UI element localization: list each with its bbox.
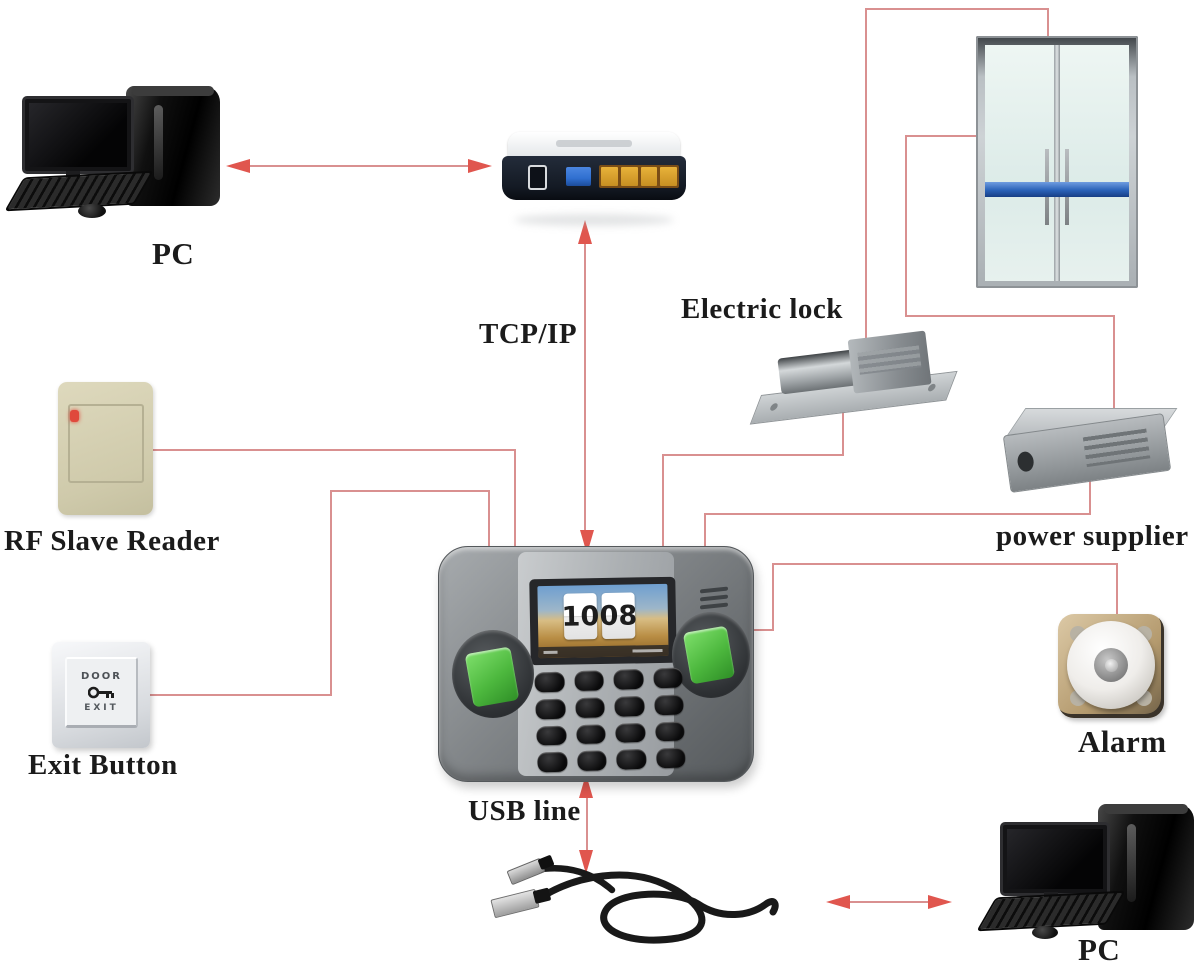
wire-psu-terminal [704, 513, 1091, 515]
wire-lock-terminal [842, 396, 844, 456]
wire-exitbutton-terminal [148, 694, 332, 696]
wire-door-psu [905, 135, 907, 317]
key-icon [87, 686, 114, 699]
exit-button-icon: DOOR EXIT [52, 642, 150, 748]
pc-monitor [1000, 822, 1110, 896]
alarm-bell-hub [1094, 648, 1128, 682]
wire-lock-door [1047, 8, 1049, 42]
wire-pc-router [240, 165, 480, 167]
usb-cable-coil [532, 864, 779, 944]
wire-usb-pc [846, 901, 932, 903]
fingerprint-terminal-icon: 10 08 [438, 546, 754, 782]
electric-lock-icon [748, 326, 958, 425]
arrowhead-down-icon [579, 850, 593, 874]
wire-terminal-alarm [772, 563, 774, 631]
power-supplier-label: power supplier [996, 520, 1189, 552]
arrowhead-left-icon [226, 159, 250, 173]
wire-terminal-usb [586, 794, 588, 854]
pc-top-label: PC [152, 236, 195, 271]
router-front [502, 156, 686, 200]
wire-exitbutton-terminal [330, 490, 490, 492]
arrowhead-up-icon [578, 220, 592, 244]
pc-icon [4, 78, 226, 220]
fingerprint-sensor-right [672, 612, 750, 698]
screen-status-bar [538, 644, 669, 659]
speaker-icon [700, 586, 728, 614]
usb-cable-icon [478, 848, 788, 956]
alarm-bell-icon [1058, 614, 1164, 718]
fingerprint-pad [682, 625, 736, 685]
rf-reader-frame [68, 404, 144, 483]
wire-lock-door [865, 8, 867, 344]
tcp-ip-label: TCP/IP [479, 318, 578, 350]
exit-button-pad: DOOR EXIT [65, 657, 138, 728]
terminal-screen: 10 08 [529, 576, 677, 666]
clock-hour-card: 10 [561, 593, 599, 640]
wire-lock-terminal [662, 454, 844, 456]
wire-terminal-alarm [1116, 563, 1118, 618]
exit-button-door-text: DOOR [80, 671, 122, 682]
wire-lock-door [865, 8, 1049, 10]
wire-rfreader-terminal [150, 449, 516, 451]
rf-reader-led-icon [70, 410, 79, 422]
terminal-screen-wallpaper: 10 08 [537, 583, 669, 659]
psu-vents [1082, 428, 1151, 468]
router-wan-port [566, 167, 591, 186]
power-supplier-icon [1002, 402, 1178, 493]
pc-mouse [78, 204, 106, 218]
door-glass [985, 45, 1129, 281]
electric-lock-label: Electric lock [681, 293, 843, 325]
pc-monitor [22, 96, 134, 174]
door-mullion [1054, 45, 1060, 281]
wire-door-psu [1113, 315, 1115, 414]
wire-psu-terminal [1089, 476, 1091, 515]
wire-exitbutton-terminal [488, 490, 490, 554]
router-lan-ports [599, 165, 679, 188]
alarm-label: Alarm [1078, 724, 1167, 759]
rf-slave-reader-label: RF Slave Reader [4, 525, 220, 557]
exit-button-label: Exit Button [28, 749, 178, 781]
fingerprint-pad [464, 646, 520, 708]
router-power-port [528, 165, 547, 190]
wire-lock-terminal [662, 454, 664, 554]
pc-icon [966, 796, 1196, 939]
clock-minute-card: 08 [599, 592, 637, 640]
exit-button-exit-text: EXIT [84, 703, 119, 713]
terminal-keypad [534, 667, 686, 773]
pc-bottom-label: PC [1078, 932, 1121, 967]
rf-reader-icon [58, 382, 153, 515]
wire-terminal-alarm [740, 629, 774, 631]
wire-door-psu [905, 135, 982, 137]
wire-exitbutton-terminal [330, 490, 332, 696]
wire-psu-terminal [704, 513, 706, 558]
pc-mouse [1032, 926, 1058, 939]
arrowhead-right-icon [468, 159, 492, 173]
door-push-bar [985, 181, 1129, 197]
wire-door-psu [905, 315, 1115, 317]
alarm-bell-dome [1067, 621, 1155, 709]
router-reflection [514, 214, 674, 226]
wire-rfreader-terminal [514, 449, 516, 554]
psu-cable-hole [1016, 450, 1035, 473]
wire-router-terminal [584, 240, 586, 532]
arrowhead-right-icon [928, 895, 952, 909]
wire-terminal-alarm [772, 563, 1118, 565]
lock-body [847, 330, 932, 394]
arrowhead-left-icon [826, 895, 850, 909]
fingerprint-sensor-left [452, 630, 534, 718]
usb-line-label: USB line [468, 795, 581, 827]
router-icon [498, 128, 690, 226]
door-icon [976, 36, 1138, 288]
